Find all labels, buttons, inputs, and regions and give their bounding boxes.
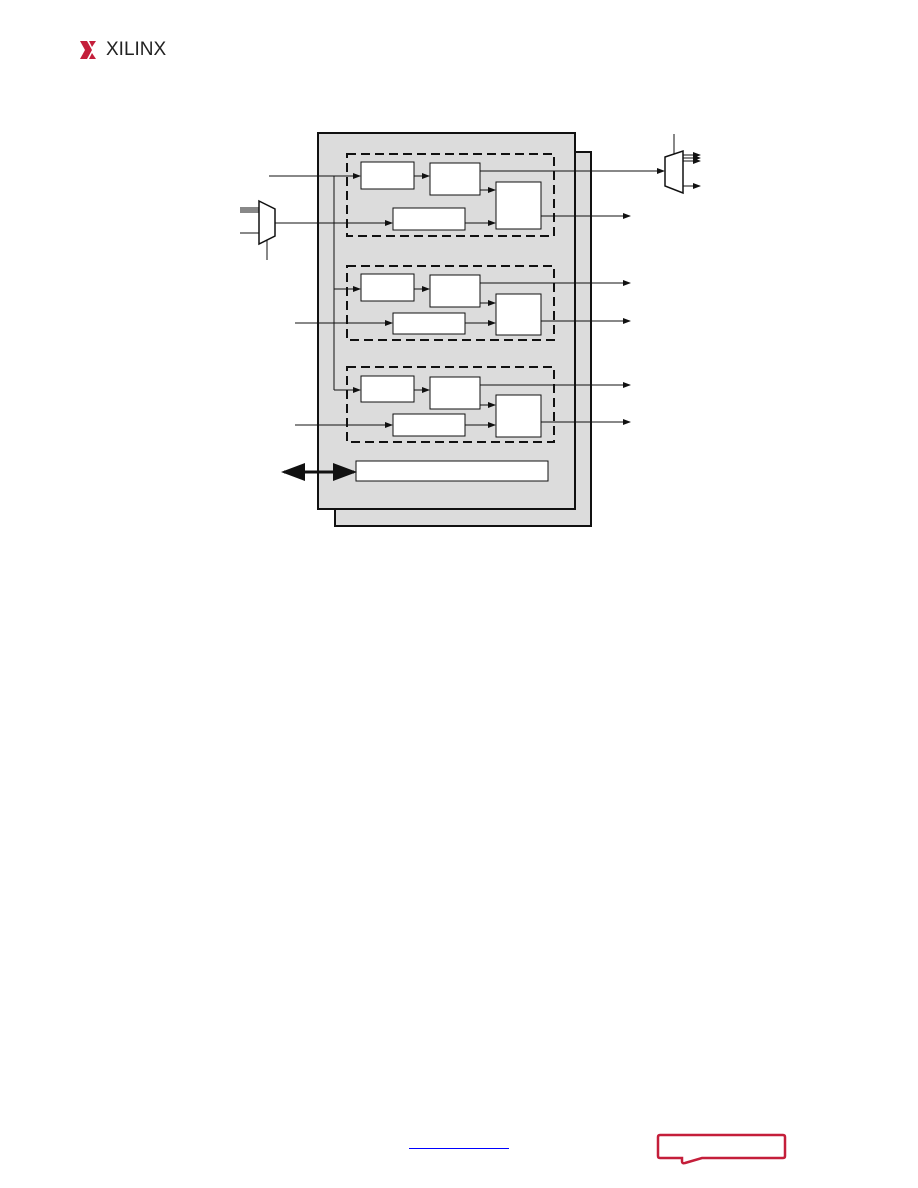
logo-text: XILINX xyxy=(106,39,167,60)
xilinx-logo: XILINX xyxy=(80,38,166,62)
block-1c xyxy=(495,181,542,230)
block-2d xyxy=(392,312,466,335)
block-3d xyxy=(392,413,466,437)
left-mux-icon xyxy=(240,199,276,260)
group-1-dashed xyxy=(346,153,555,237)
feedback-button[interactable] xyxy=(656,1133,788,1167)
block-3b xyxy=(429,376,481,410)
block-3c xyxy=(495,394,542,438)
block-3a xyxy=(360,375,415,403)
block-2c xyxy=(495,293,542,336)
block-2b xyxy=(429,274,481,308)
bottom-bus-block xyxy=(355,460,549,482)
block-1b xyxy=(429,162,481,196)
block-2a xyxy=(360,273,415,302)
block-1a xyxy=(360,161,415,190)
footer-link[interactable] xyxy=(409,1136,509,1149)
group-3-dashed xyxy=(346,366,555,443)
block-1d xyxy=(392,207,466,231)
xilinx-mark-icon xyxy=(80,41,96,59)
right-mux-icon xyxy=(664,134,684,195)
group-2-dashed xyxy=(346,265,555,341)
